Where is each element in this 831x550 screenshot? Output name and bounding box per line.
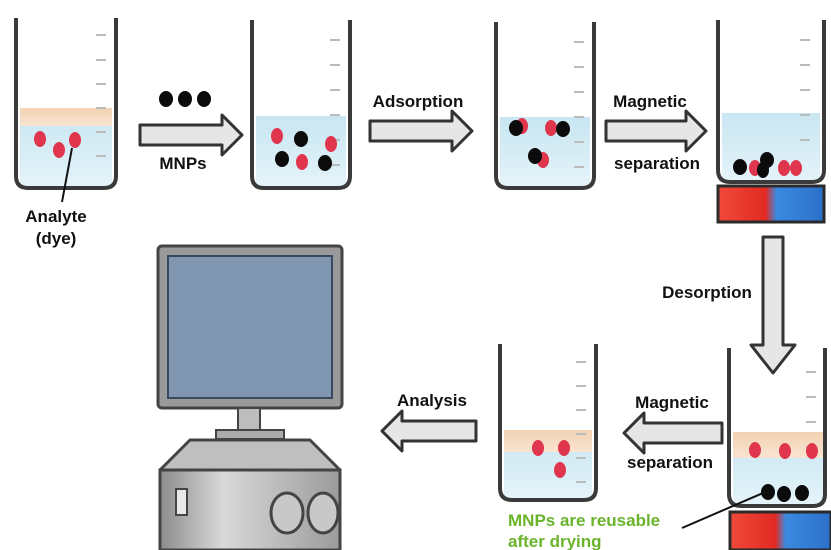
mnp-particle <box>509 120 523 136</box>
arrow-right-adsorption <box>368 109 474 153</box>
dye-particle <box>806 443 818 459</box>
beaker-outline <box>494 22 596 190</box>
dye-particle <box>69 132 81 148</box>
beaker-adsorbed <box>494 22 596 190</box>
mnp-particle <box>777 486 791 502</box>
dye-particle <box>271 128 283 144</box>
dye-particle <box>296 154 308 170</box>
magnetic-separation-top-line1: Magnetic <box>613 92 687 111</box>
analyte-pointer-line <box>61 147 73 203</box>
magnetic-separation-bottom-line2: separation <box>627 453 713 472</box>
dye-particle <box>554 462 566 478</box>
beaker-outline <box>250 20 352 190</box>
magnetic-separation-top-line2: separation <box>614 154 700 173</box>
dye-particle <box>34 131 46 147</box>
mnp-particle <box>318 155 332 171</box>
mnp-particle <box>761 484 775 500</box>
magnet-block <box>716 184 826 224</box>
mnp-particle <box>294 131 308 147</box>
mnp-particle <box>733 159 747 175</box>
beaker-outline <box>727 348 827 508</box>
reuse-note-line2: after drying <box>508 532 602 550</box>
dye-particle <box>545 120 557 136</box>
instrument-slot <box>175 488 188 516</box>
mnp-particle <box>528 148 542 164</box>
dye-particle <box>778 160 790 176</box>
analysis-label: Analysis <box>397 391 467 410</box>
beaker-on-magnet <box>716 20 826 224</box>
beaker-outline <box>498 344 598 502</box>
magnet-block <box>728 510 831 550</box>
dye-particle <box>779 443 791 459</box>
dye-particle <box>325 136 337 152</box>
beaker-graduations <box>574 41 584 168</box>
dye-particle <box>53 142 65 158</box>
instrument-top <box>158 438 342 472</box>
desorption-label: Desorption <box>662 283 752 302</box>
dye-particle <box>790 160 802 176</box>
beaker-outline <box>716 20 826 184</box>
beaker-graduations <box>96 34 106 157</box>
analyte-label-line2: (dye) <box>36 229 77 248</box>
beaker-desorbed-on-magnet <box>727 348 831 550</box>
monitor-base <box>215 429 285 440</box>
arrow-left-magnetic-separation <box>622 411 724 455</box>
mnp-particle <box>275 151 289 167</box>
instrument-port <box>306 491 340 535</box>
dye-particle <box>558 440 570 456</box>
mnp-particle <box>556 121 570 137</box>
magnetic-separation-bottom-line1: Magnetic <box>635 393 709 412</box>
beaker-eluate <box>498 344 598 502</box>
analyte-label-line1: Analyte <box>25 207 86 226</box>
reuse-pointer-line <box>681 489 771 529</box>
mnp-particle <box>757 162 769 178</box>
beaker-mixing <box>250 20 352 190</box>
beaker-graduations <box>800 39 810 141</box>
arrow-down-desorption <box>749 235 797 375</box>
arrow-left-analysis <box>380 409 478 453</box>
adsorption-label: Adsorption <box>373 92 464 111</box>
beaker-analyte <box>14 18 118 203</box>
mnps-label: MNPs <box>159 154 206 173</box>
analytical-instrument <box>156 244 344 550</box>
mnp-particle <box>795 485 809 501</box>
beaker-top-layer <box>504 430 592 452</box>
dye-particle <box>749 442 761 458</box>
beaker-graduations <box>576 361 586 483</box>
beaker-top-layer <box>20 108 112 126</box>
monitor-screen <box>167 255 333 399</box>
arrow-right-magnetic-separation <box>604 109 708 153</box>
reuse-note-line1: MNPs are reusable <box>508 511 660 530</box>
arrow-right-add-mnps <box>138 113 244 157</box>
beaker-outline <box>14 18 118 190</box>
dye-particle <box>532 440 544 456</box>
mnp-dots <box>159 91 211 107</box>
instrument-port <box>269 491 305 535</box>
